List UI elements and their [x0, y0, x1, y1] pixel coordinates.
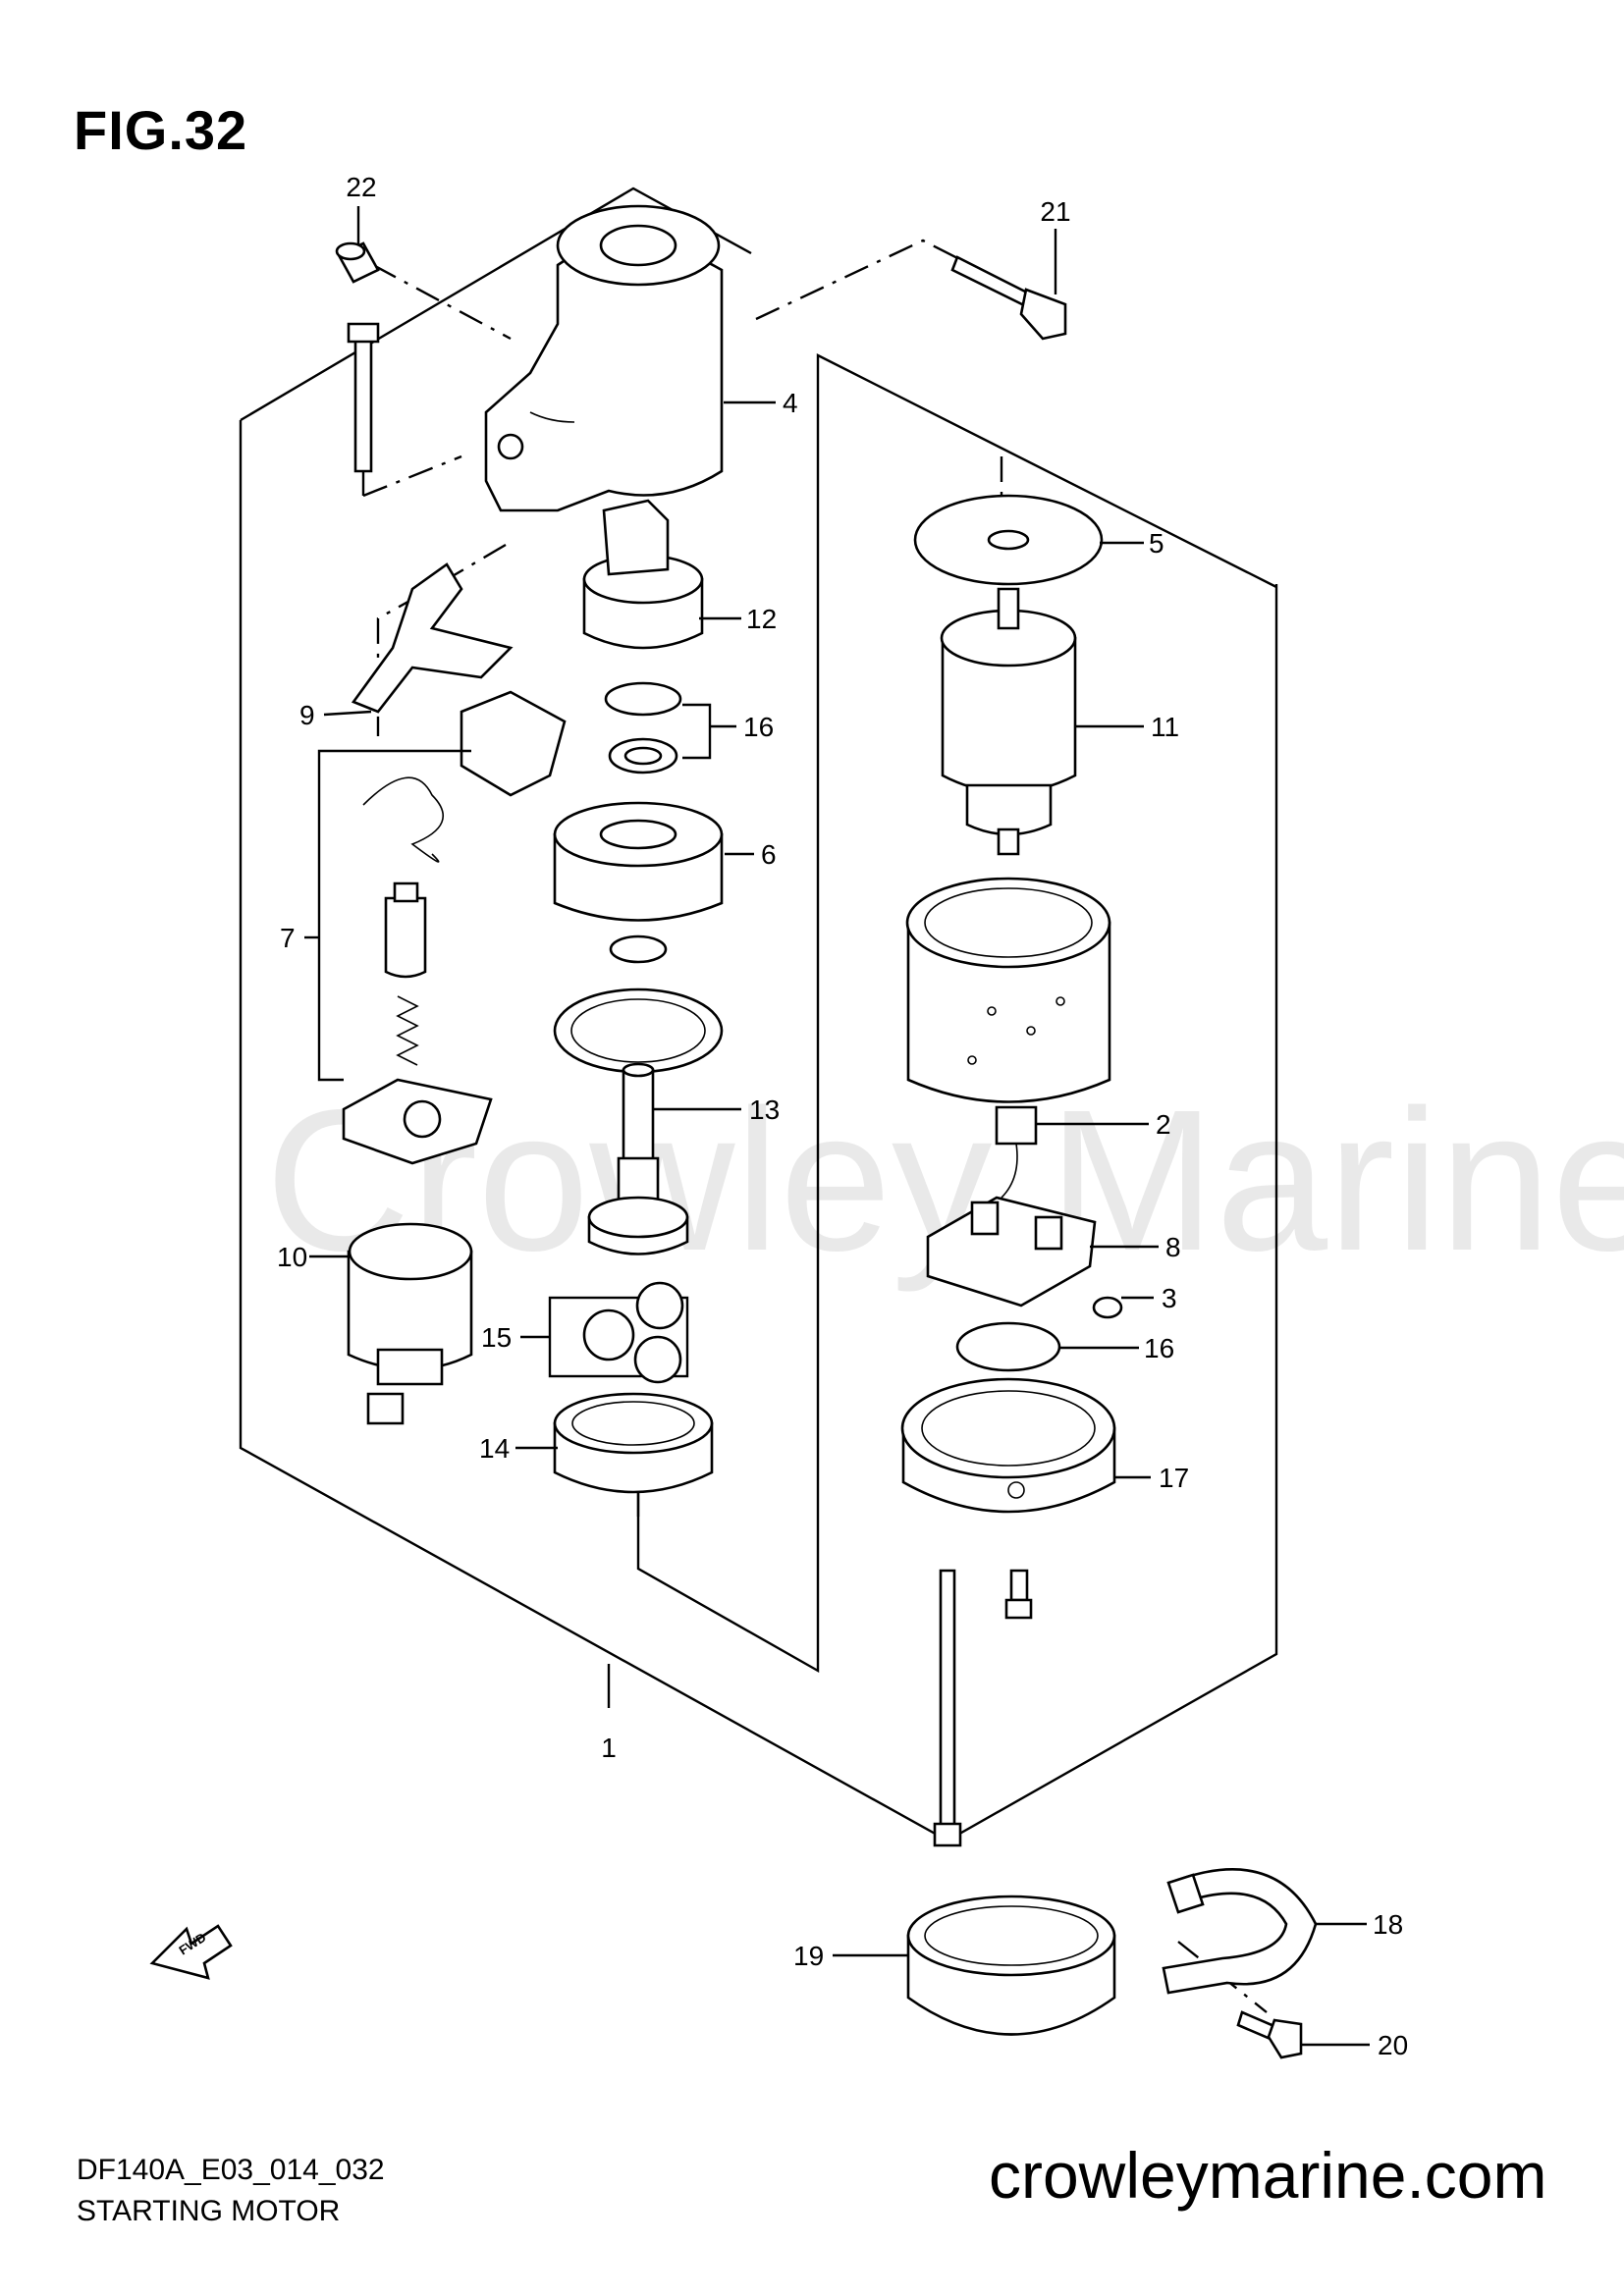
front-housing-4	[484, 204, 724, 512]
solenoid-10	[347, 1222, 473, 1425]
part-label-15: 15	[481, 1322, 512, 1353]
part-label-10: 10	[277, 1242, 307, 1272]
part-label-5: 5	[1149, 528, 1164, 559]
end-cap-17	[900, 1377, 1116, 1514]
part-label-21: 21	[1040, 196, 1070, 227]
armature-11	[940, 587, 1077, 856]
part-label-11: 11	[1151, 712, 1179, 742]
internal-gear-14	[553, 1392, 714, 1494]
figure-caption: STARTING MOTOR	[77, 2195, 341, 2227]
part-label-1: 1	[601, 1733, 617, 1763]
part-label-2: 2	[1156, 1109, 1171, 1140]
washer-plate-5	[913, 494, 1104, 586]
gear-housing-6	[553, 801, 724, 922]
part-label-7: 7	[280, 923, 296, 953]
part-label-14: 14	[479, 1433, 510, 1464]
forward-arrow-icon: FWD	[149, 1924, 233, 1980]
assembly-outline	[239, 187, 1278, 1842]
clamp-band-18	[1162, 1868, 1318, 1995]
figure-code: DF140A_E03_014_032	[77, 2154, 385, 2186]
part-labels: 22 21 4 5 12 9 16 11 7 6 13 2 10 8 3 15 …	[277, 172, 1408, 2060]
part-label-16: 16	[743, 712, 774, 742]
nut-3	[1092, 1296, 1123, 1319]
stud-bolt	[347, 322, 380, 473]
part-label-17: 17	[1159, 1463, 1189, 1493]
shift-lever-9	[351, 562, 514, 714]
part-label-20: 20	[1378, 2030, 1408, 2060]
part-label-8: 8	[1165, 1232, 1181, 1262]
part-label-12: 12	[746, 604, 777, 634]
rubber-cushion-19	[906, 1895, 1116, 2036]
through-bolt	[933, 1569, 962, 1847]
part-label-3: 3	[1162, 1283, 1177, 1313]
part-label-22: 22	[346, 172, 376, 202]
washer-16b	[955, 1321, 1061, 1372]
leader-lines	[304, 206, 1370, 2047]
yoke	[905, 877, 1111, 1103]
part-label-9: 9	[299, 700, 315, 730]
mounting-bolt-21	[950, 255, 1067, 341]
part-label-13: 13	[749, 1095, 780, 1125]
brush-holder-8	[926, 1196, 1097, 1308]
website-link[interactable]: crowleymarine.com	[989, 2139, 1547, 2212]
part-label-4: 4	[783, 388, 798, 418]
part-label-16b: 16	[1144, 1333, 1174, 1363]
part-label-19: 19	[793, 1941, 824, 1971]
small-bolt	[1004, 1569, 1033, 1620]
brush-lead-2	[995, 1105, 1038, 1199]
gasket-ring	[553, 934, 724, 1074]
pinion-shaft-13	[587, 1062, 689, 1255]
stop-ring-16	[604, 681, 682, 774]
planetary-gears-15	[548, 1281, 689, 1384]
figure-title: FIG.32	[74, 99, 248, 161]
solenoid-parts-7	[342, 690, 567, 1165]
part-label-18: 18	[1373, 1909, 1403, 1940]
bolt-20	[1236, 2010, 1303, 2059]
part-label-6: 6	[761, 839, 777, 870]
dowel-pin-22	[335, 241, 380, 284]
pinion-clutch-12	[582, 499, 704, 650]
